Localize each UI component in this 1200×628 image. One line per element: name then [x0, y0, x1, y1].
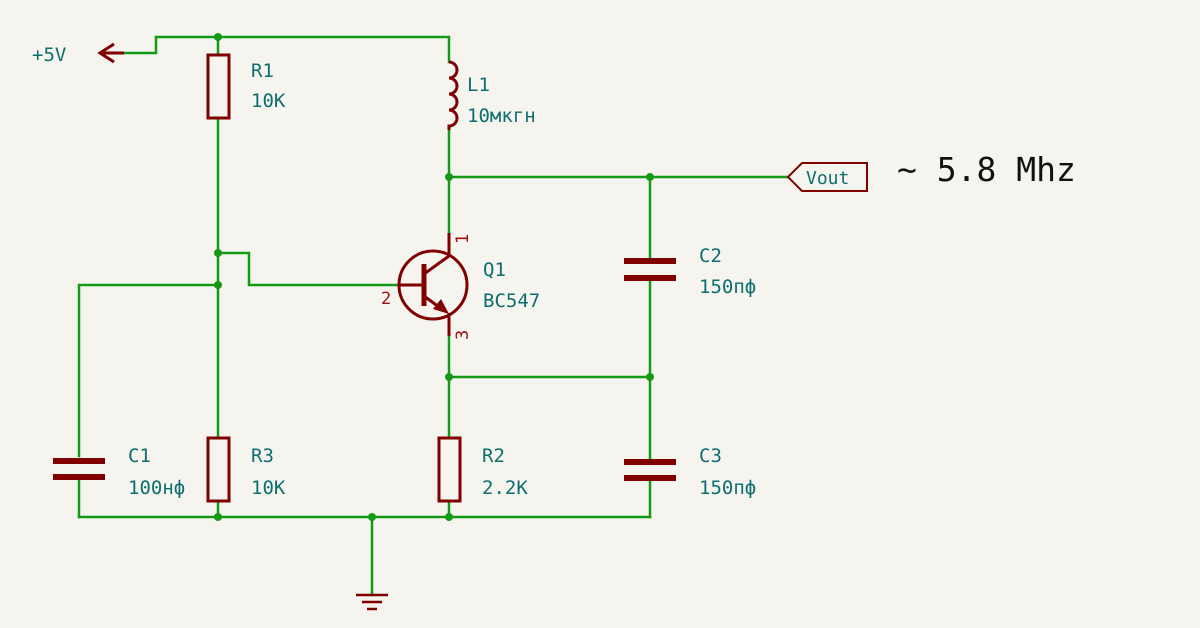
junction-c1-feed: [214, 281, 222, 289]
capacitor-c1: C1 100нф: [53, 445, 185, 499]
wire-c1-top: [77, 283, 220, 458]
capacitor-c2: C2 150пф: [624, 245, 756, 298]
capacitor-c3: C3 150пф: [624, 445, 756, 499]
resistor-r2: R2 2.2K: [437, 436, 528, 503]
l1-ref: L1: [467, 74, 490, 96]
junction-c2-c3: [646, 373, 654, 381]
q1-pin-emitter: 3: [453, 330, 473, 340]
r3-ref: R3: [251, 445, 274, 467]
c3-value: 150пф: [699, 477, 756, 499]
output-label: Vout: [806, 168, 849, 189]
output-port: Vout: [786, 162, 868, 192]
r3-value: 10K: [251, 477, 286, 499]
l1-value: 10мкгн: [467, 105, 536, 127]
wire-base: [216, 251, 402, 287]
transistor-q1: 2 1 3 Q1 BC547: [381, 233, 540, 340]
c3-ref: C3: [699, 445, 722, 467]
ground-icon: [356, 593, 388, 611]
power-label: +5V: [32, 44, 66, 66]
q1-pin-base: 2: [381, 289, 391, 309]
r2-ref: R2: [482, 445, 505, 467]
q1-ref: Q1: [483, 259, 506, 281]
junction-ground: [368, 513, 376, 521]
inductor-l1: L1 10мкгн: [447, 60, 536, 130]
wires: [77, 35, 790, 597]
c2-ref: C2: [699, 245, 722, 267]
resistor-r1: R1 10K: [206, 53, 286, 120]
wire-5v-rail: [100, 35, 451, 64]
frequency-note: ~ 5.8 Mhz: [897, 150, 1076, 189]
junction-r1-top: [214, 33, 222, 41]
junction-collector: [445, 173, 453, 181]
q1-pin-collector: 1: [453, 234, 473, 244]
junction-r2-ground: [445, 513, 453, 521]
c1-ref: C1: [128, 445, 151, 467]
junction-base-split: [214, 249, 222, 257]
power-symbol-5v: +5V: [32, 42, 124, 66]
r2-value: 2.2K: [482, 477, 528, 499]
r1-ref: R1: [251, 60, 274, 82]
junctions: [214, 33, 654, 521]
r1-value: 10K: [251, 90, 286, 112]
junction-output: [646, 173, 654, 181]
q1-value: BC547: [483, 290, 540, 312]
c2-value: 150пф: [699, 276, 756, 298]
junction-r3-ground: [214, 513, 222, 521]
resistor-r3: R3 10K: [206, 436, 286, 503]
junction-emitter: [445, 373, 453, 381]
c1-value: 100нф: [128, 477, 185, 499]
